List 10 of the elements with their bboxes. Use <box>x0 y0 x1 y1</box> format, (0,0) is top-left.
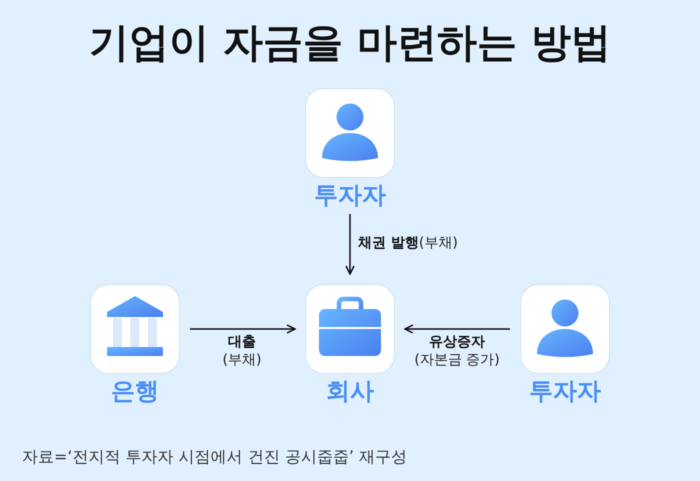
title: 기업이 자금을 마련하는 방법 <box>88 19 612 68</box>
node-label: 회사 <box>326 376 374 406</box>
arrow <box>345 214 355 275</box>
node-label: 투자자 <box>529 376 601 406</box>
arrow <box>404 324 510 334</box>
node-label: 은행 <box>111 376 159 406</box>
source-note: 자료=‘전지적 투자자 시점에서 건진 공시줍줍’ 재구성 <box>22 446 408 468</box>
node-label: 투자자 <box>314 180 386 210</box>
arrow <box>190 324 296 334</box>
edge-label: 채권 발행(부채) <box>358 234 458 252</box>
